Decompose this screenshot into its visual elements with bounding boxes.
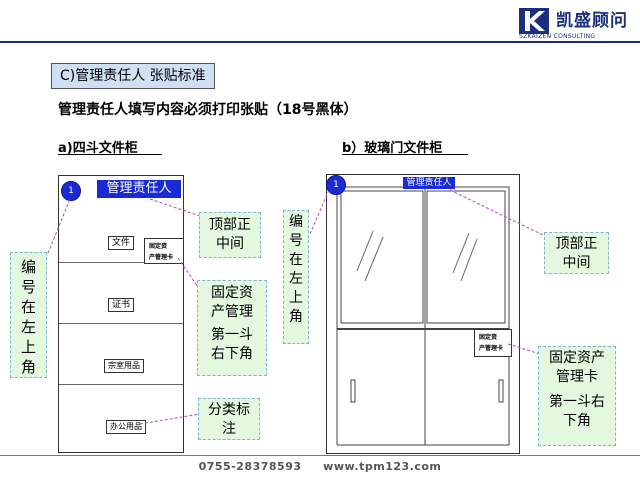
company-logo-title: 凯盛顾问 bbox=[556, 11, 628, 31]
cabinet-a-asset-card: 固定资 产管理卡 bbox=[144, 238, 184, 264]
drawer-label-2: 证书 bbox=[108, 298, 135, 312]
footer-divider bbox=[0, 455, 640, 456]
asset-card-line: 固定资 bbox=[149, 243, 168, 250]
header-divider bbox=[0, 41, 640, 43]
callout-line: 中间 bbox=[562, 255, 591, 271]
callout-line: 顶部正 bbox=[555, 236, 598, 252]
drawer-label-3: 宗室用品 bbox=[104, 359, 144, 373]
callout-line: 顶部正 bbox=[209, 217, 251, 233]
callout-line: 分类标 bbox=[208, 402, 250, 418]
callout-asset-card-b: 固定资产 管理卡 第一斗右 下角 bbox=[538, 346, 616, 446]
callout-number-corner-b: 编号在左上角 bbox=[283, 210, 309, 344]
callout-line: 第一斗右 bbox=[549, 394, 605, 410]
drawer-label-1: 文件 bbox=[108, 236, 135, 250]
drawer-divider bbox=[59, 384, 183, 385]
callout-line: 固定资 bbox=[211, 285, 253, 301]
section-title: C)管理责任人 张贴标准 bbox=[51, 63, 215, 89]
drawer-divider bbox=[59, 323, 183, 324]
callout-top-center-b: 顶部正 中间 bbox=[544, 232, 609, 274]
asset-card-line: 产管理卡 bbox=[479, 345, 504, 352]
drawer-divider bbox=[59, 262, 183, 263]
callout-line: 固定资产 bbox=[549, 350, 605, 366]
callout-asset-card-a: 固定资 产管理 第一斗 右下角 bbox=[197, 280, 267, 376]
four-drawer-cabinet bbox=[58, 175, 184, 453]
company-logo-mark bbox=[519, 8, 549, 34]
company-logo-subtitle: SZKAIZEN CONSULTING bbox=[519, 33, 596, 40]
cabinet-b-heading-underline bbox=[342, 154, 468, 155]
callout-line: 管理卡 bbox=[556, 369, 598, 385]
cabinet-a-heading-underline bbox=[58, 154, 162, 155]
cabinet-b-number-badge: 1 bbox=[326, 175, 346, 195]
subtitle: 管理责任人填写内容必须打印张贴（18号黑体） bbox=[58, 102, 358, 118]
callout-line: 产管理 bbox=[211, 304, 253, 320]
cabinet-b-heading: b）玻璃门文件柜 bbox=[342, 141, 443, 156]
callout-line: 中间 bbox=[216, 236, 244, 252]
asset-card-line: 产管理卡 bbox=[149, 254, 174, 261]
cabinet-a-title-tag: 管理责任人 bbox=[97, 180, 181, 198]
callout-category-a: 分类标 注 bbox=[198, 398, 260, 440]
cabinet-a-heading: a)四斗文件柜 bbox=[58, 141, 138, 156]
cabinet-b-title-tag: 管理责任人 bbox=[403, 177, 455, 189]
callout-line: 右下角 bbox=[211, 346, 253, 362]
cabinet-b-asset-card: 固定资 产管理卡 bbox=[474, 329, 512, 357]
footer-contact: 0755-28378593 www.tpm123.com bbox=[198, 460, 442, 473]
drawer-label-4: 办公用品 bbox=[106, 420, 146, 434]
callout-line: 第一斗 bbox=[211, 327, 253, 343]
cabinet-a-number-badge: 1 bbox=[61, 181, 81, 201]
callout-number-corner-a: 编号在左上角 bbox=[10, 252, 47, 378]
callout-line: 注 bbox=[222, 421, 236, 437]
asset-card-line: 固定资 bbox=[479, 334, 498, 341]
callout-line: 下角 bbox=[563, 413, 591, 429]
callout-top-center-a: 顶部正 中间 bbox=[199, 212, 261, 258]
